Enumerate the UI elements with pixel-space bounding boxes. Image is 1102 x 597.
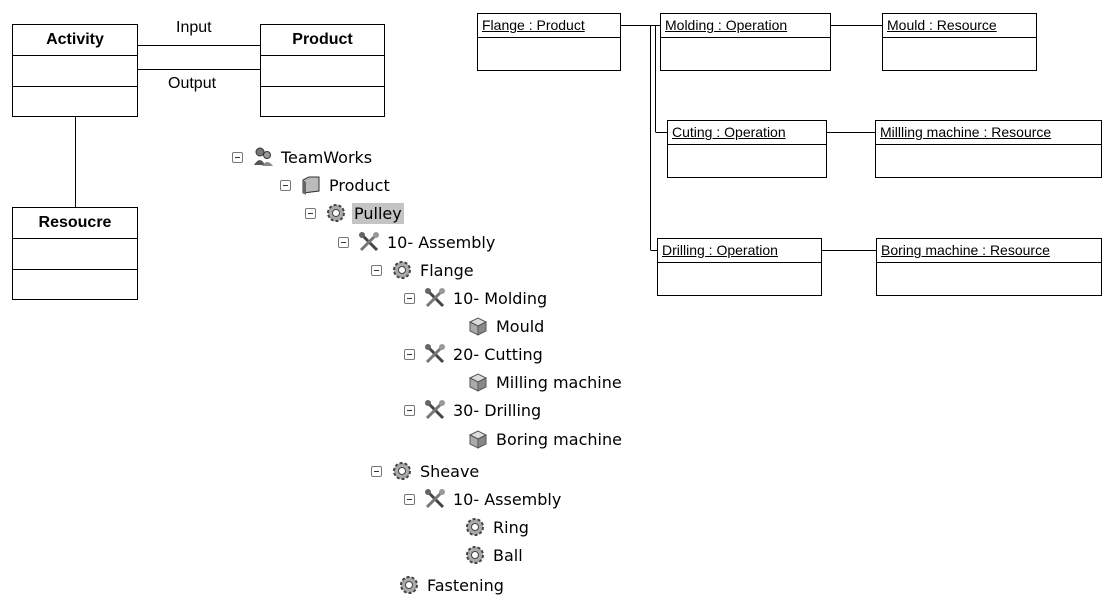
tools-icon xyxy=(425,400,445,420)
resource-attributes xyxy=(13,239,137,270)
cuting-instance-name: Cuting : Operation xyxy=(668,121,826,145)
product-operations xyxy=(261,87,384,117)
tree-node-cutting[interactable]: 20- Cutting xyxy=(404,342,545,366)
gear-icon xyxy=(466,518,484,536)
activity-operations xyxy=(13,87,137,117)
milling-instance-name: Millling machine : Resource xyxy=(876,121,1101,145)
collapse-toggle[interactable] xyxy=(404,292,415,304)
tree-node-molding[interactable]: 10- Molding xyxy=(404,286,549,310)
activity-class-name: Activity xyxy=(13,25,137,56)
tree-node-label: 30- Drilling xyxy=(453,400,542,420)
tree-node-label: Flange xyxy=(420,260,474,280)
tools-icon xyxy=(359,232,379,252)
gear-icon xyxy=(400,576,418,594)
collapse-toggle[interactable] xyxy=(280,179,291,191)
tree-node-label: 10- Assembly xyxy=(387,232,496,252)
input-label: Input xyxy=(176,19,212,36)
collapse-toggle[interactable] xyxy=(338,236,349,248)
drilling-instance: Drilling : Operation xyxy=(657,238,822,296)
tree-node-sheave[interactable]: Sheave xyxy=(371,459,481,483)
tree-node-label: Pulley xyxy=(352,202,404,224)
tree-node-assembly-2[interactable]: 10- Assembly xyxy=(404,487,563,511)
cube-icon xyxy=(468,317,488,336)
gear-icon xyxy=(393,261,411,279)
tree-node-label: Milling machine xyxy=(496,372,622,392)
tree-node-product[interactable]: Product xyxy=(280,173,392,197)
folder-icon xyxy=(302,176,320,195)
tree-node-boring-machine[interactable]: Boring machine xyxy=(467,427,624,451)
resource-class: Resoucre xyxy=(12,207,138,300)
tree-node-flange[interactable]: Flange xyxy=(371,258,476,282)
tree-node-label: Fastening xyxy=(427,575,504,595)
flange-instance-name: Flange : Product xyxy=(478,14,620,38)
boring-instance: Boring machine : Resource xyxy=(876,238,1102,296)
drilling-instance-name: Drilling : Operation xyxy=(658,239,821,263)
gear-icon xyxy=(393,462,411,480)
collapse-toggle[interactable] xyxy=(305,207,316,219)
milling-instance: Millling machine : Resource xyxy=(875,120,1102,178)
tree-node-label: Mould xyxy=(496,316,545,336)
tree-node-milling-machine[interactable]: Milling machine xyxy=(467,370,624,394)
boring-instance-name: Boring machine : Resource xyxy=(877,239,1101,263)
product-attributes xyxy=(261,56,384,87)
tree-node-fastening[interactable]: Fastening xyxy=(398,573,506,597)
collapse-toggle[interactable] xyxy=(371,264,382,276)
mould-instance: Mould : Resource xyxy=(882,13,1037,71)
product-class-name: Product xyxy=(261,25,384,56)
resource-class-name: Resoucre xyxy=(13,208,137,239)
output-label: Output xyxy=(168,75,217,92)
molding-instance: Molding : Operation xyxy=(660,13,831,71)
collapse-toggle[interactable] xyxy=(404,348,415,360)
tree-node-label: 10- Molding xyxy=(453,288,548,308)
cuting-instance: Cuting : Operation xyxy=(667,120,827,178)
flange-instance: Flange : Product xyxy=(477,13,621,71)
mould-instance-name: Mould : Resource xyxy=(883,14,1036,38)
tools-icon xyxy=(425,288,445,308)
tree-node-label: Ring xyxy=(493,517,529,537)
tools-icon xyxy=(425,344,445,364)
activity-class: Activity xyxy=(12,24,138,117)
tools-icon xyxy=(425,489,445,509)
tree-node-drilling[interactable]: 30- Drilling xyxy=(404,398,543,422)
collapse-toggle[interactable] xyxy=(371,465,382,477)
tree-node-label: TeamWorks xyxy=(281,147,373,167)
tree-node-mould[interactable]: Mould xyxy=(467,314,546,338)
tree-node-assembly[interactable]: 10- Assembly xyxy=(338,230,497,254)
tree-node-ball[interactable]: Ball xyxy=(464,543,525,567)
product-class: Product xyxy=(260,24,385,117)
collapse-toggle[interactable] xyxy=(404,493,415,505)
collapse-toggle[interactable] xyxy=(404,404,415,416)
tree-node-ring[interactable]: Ring xyxy=(464,515,531,539)
teamworks-icon xyxy=(254,147,273,166)
tree-node-teamworks[interactable]: TeamWorks xyxy=(232,145,374,169)
tree-node-label: 20- Cutting xyxy=(453,344,543,364)
tree-node-label: Ball xyxy=(493,545,523,565)
cube-icon xyxy=(468,373,488,392)
tree-node-label: Boring machine xyxy=(496,429,622,449)
tree-node-label: Product xyxy=(329,175,390,195)
tree-node-pulley[interactable]: Pulley xyxy=(305,201,404,225)
cube-icon xyxy=(468,430,488,449)
tree-node-label: Sheave xyxy=(420,461,480,481)
tree-node-label: 10- Assembly xyxy=(453,489,562,509)
resource-operations xyxy=(13,270,137,300)
molding-instance-name: Molding : Operation xyxy=(661,14,830,38)
gear-icon xyxy=(327,204,345,222)
gear-icon xyxy=(466,546,484,564)
activity-attributes xyxy=(13,56,137,87)
collapse-toggle[interactable] xyxy=(232,151,243,163)
